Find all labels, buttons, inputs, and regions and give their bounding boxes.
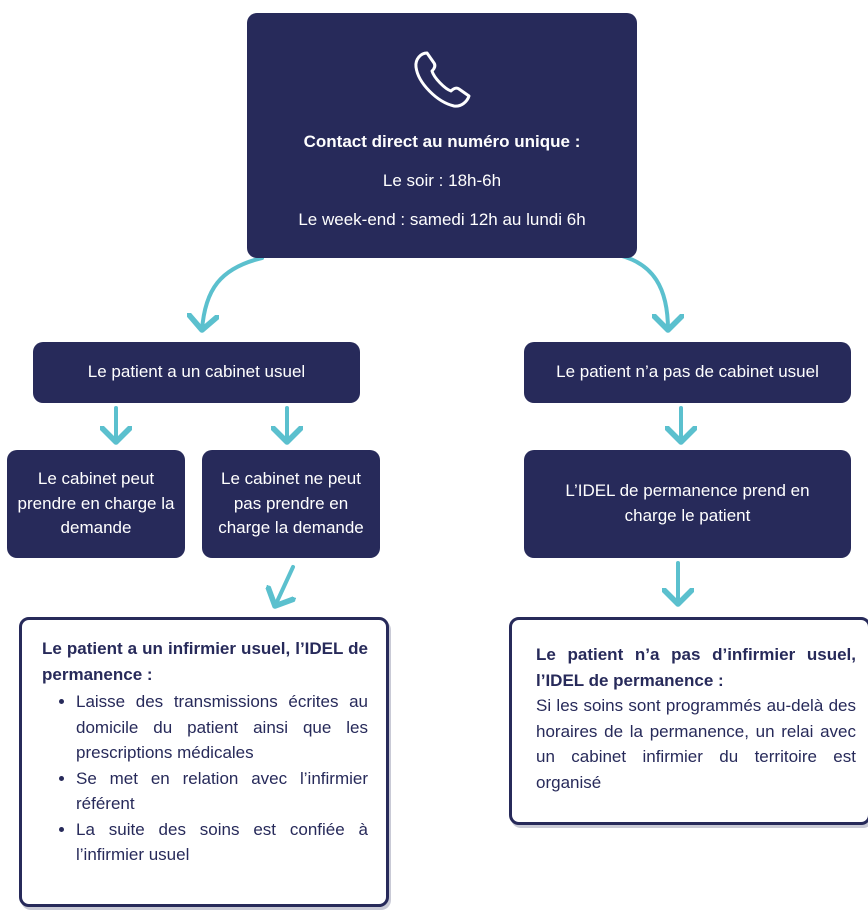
list-item: Se met en relation avec l’infirmier réfé… [76,766,368,817]
list-item: Laisse des transmissions écrites au domi… [76,689,368,766]
arrow-cannot-to-detail [275,565,293,606]
contact-evening: Le soir : 18h-6h [382,171,502,190]
cabinet-cannot-box: Le cabinet ne peut pas prendre en charge… [202,450,380,558]
right-detail-box: Le patient n’a pas d’infirmier usuel, l’… [509,617,868,825]
right-detail-lead: Le patient n’a pas d’infirmier usuel, l’… [536,645,856,690]
left-header-box: Le patient a un cabinet usuel [33,342,360,403]
right-header-box: Le patient n’a pas de cabinet usuel [524,342,851,403]
list-item: La suite des soins est confiée à l’infir… [76,817,368,868]
arrow-top-right [612,252,668,330]
contact-weekend: Le week-end : samedi 12h au lundi 6h [298,209,586,229]
phone-icon [407,49,477,121]
idel-box: L’IDEL de permanence prend en charge le … [524,450,851,558]
cabinet-can-box: Le cabinet peut prendre en charge la dem… [7,450,185,558]
arrow-top-left [202,256,264,330]
contact-box: Contact direct au numéro unique : Le soi… [247,13,637,258]
left-detail-lead: Le patient a un infirmier usuel, l’IDEL … [42,639,368,684]
left-header-text: Le patient a un cabinet usuel [87,362,306,382]
cabinet-cannot-text: Le cabinet ne peut pas prendre en charge… [218,469,364,538]
right-header-text: Le patient n’a pas de cabinet usuel [556,362,819,382]
cabinet-can-text: Le cabinet peut prendre en charge la dem… [17,469,175,538]
left-detail-list: Laisse des transmissions écrites au domi… [42,689,368,868]
right-detail-body: Si les soins sont programmés au-delà des… [536,696,856,792]
left-detail-box: Le patient a un infirmier usuel, l’IDEL … [19,617,389,907]
contact-title: Contact direct au numéro unique : [303,132,581,152]
idel-text: L’IDEL de permanence prend en charge le … [565,481,810,525]
